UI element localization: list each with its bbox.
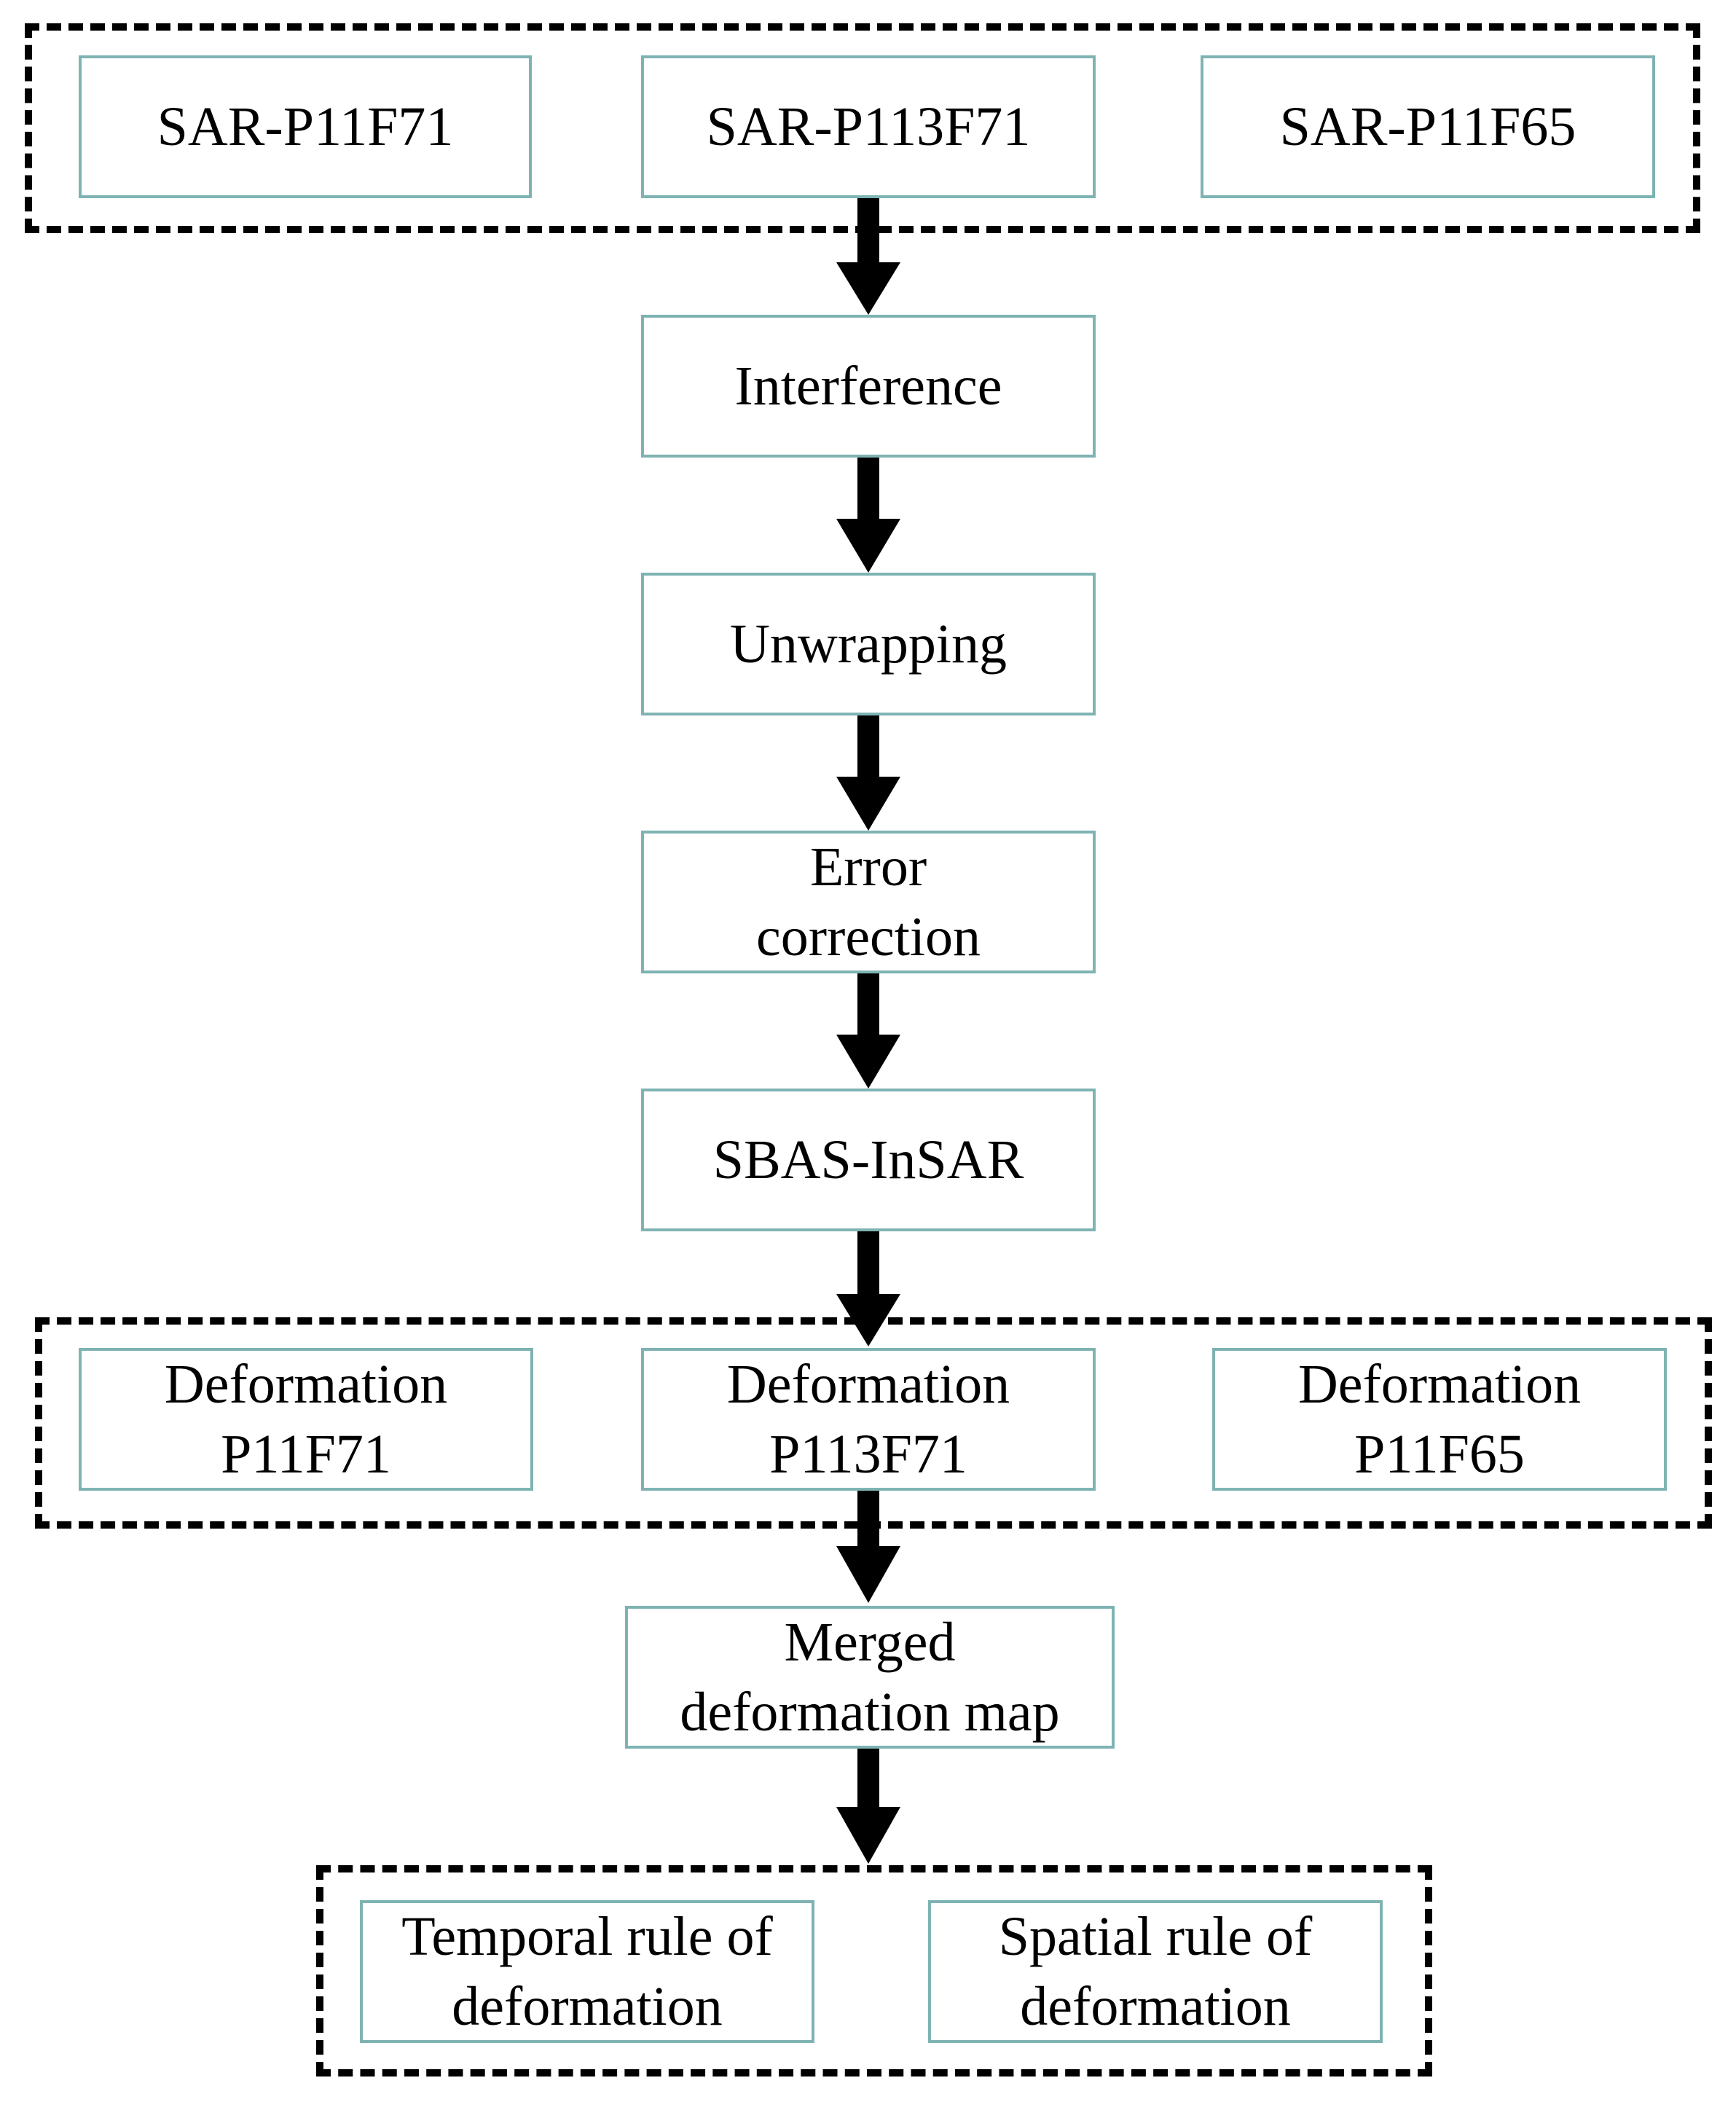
node-spatial-rule: Spatial rule of deformation (928, 1900, 1383, 2043)
deformation-group (35, 1317, 1712, 1529)
arrow-merged-to-rules (836, 1749, 900, 1864)
arrow-unwrapping-to-error-correction (836, 714, 900, 831)
node-deformation-p113f71: Deformation P113F71 (641, 1348, 1096, 1491)
node-temporal-rule: Temporal rule of deformation (360, 1900, 814, 2043)
arrow-interference-to-unwrapping (836, 456, 900, 573)
node-sar-p113f71: SAR-P113F71 (641, 55, 1096, 198)
node-error-correction: Error correction (641, 831, 1096, 973)
node-deformation-p11f71: Deformation P11F71 (79, 1348, 533, 1491)
node-sbas-insar: SBAS-InSAR (641, 1089, 1096, 1231)
node-sar-p11f65: SAR-P11F65 (1201, 55, 1655, 198)
node-deformation-p11f65: Deformation P11F65 (1212, 1348, 1667, 1491)
node-unwrapping: Unwrapping (641, 573, 1096, 715)
input-group (25, 23, 1700, 233)
arrow-error-correction-to-sbas (836, 972, 900, 1089)
node-sar-p11f71: SAR-P11F71 (79, 55, 532, 198)
arrow-inputs-to-interference (836, 197, 900, 315)
node-interference: Interference (641, 315, 1096, 458)
node-merged-deformation-map: Merged deformation map (625, 1606, 1115, 1749)
rules-group (316, 1865, 1432, 2076)
